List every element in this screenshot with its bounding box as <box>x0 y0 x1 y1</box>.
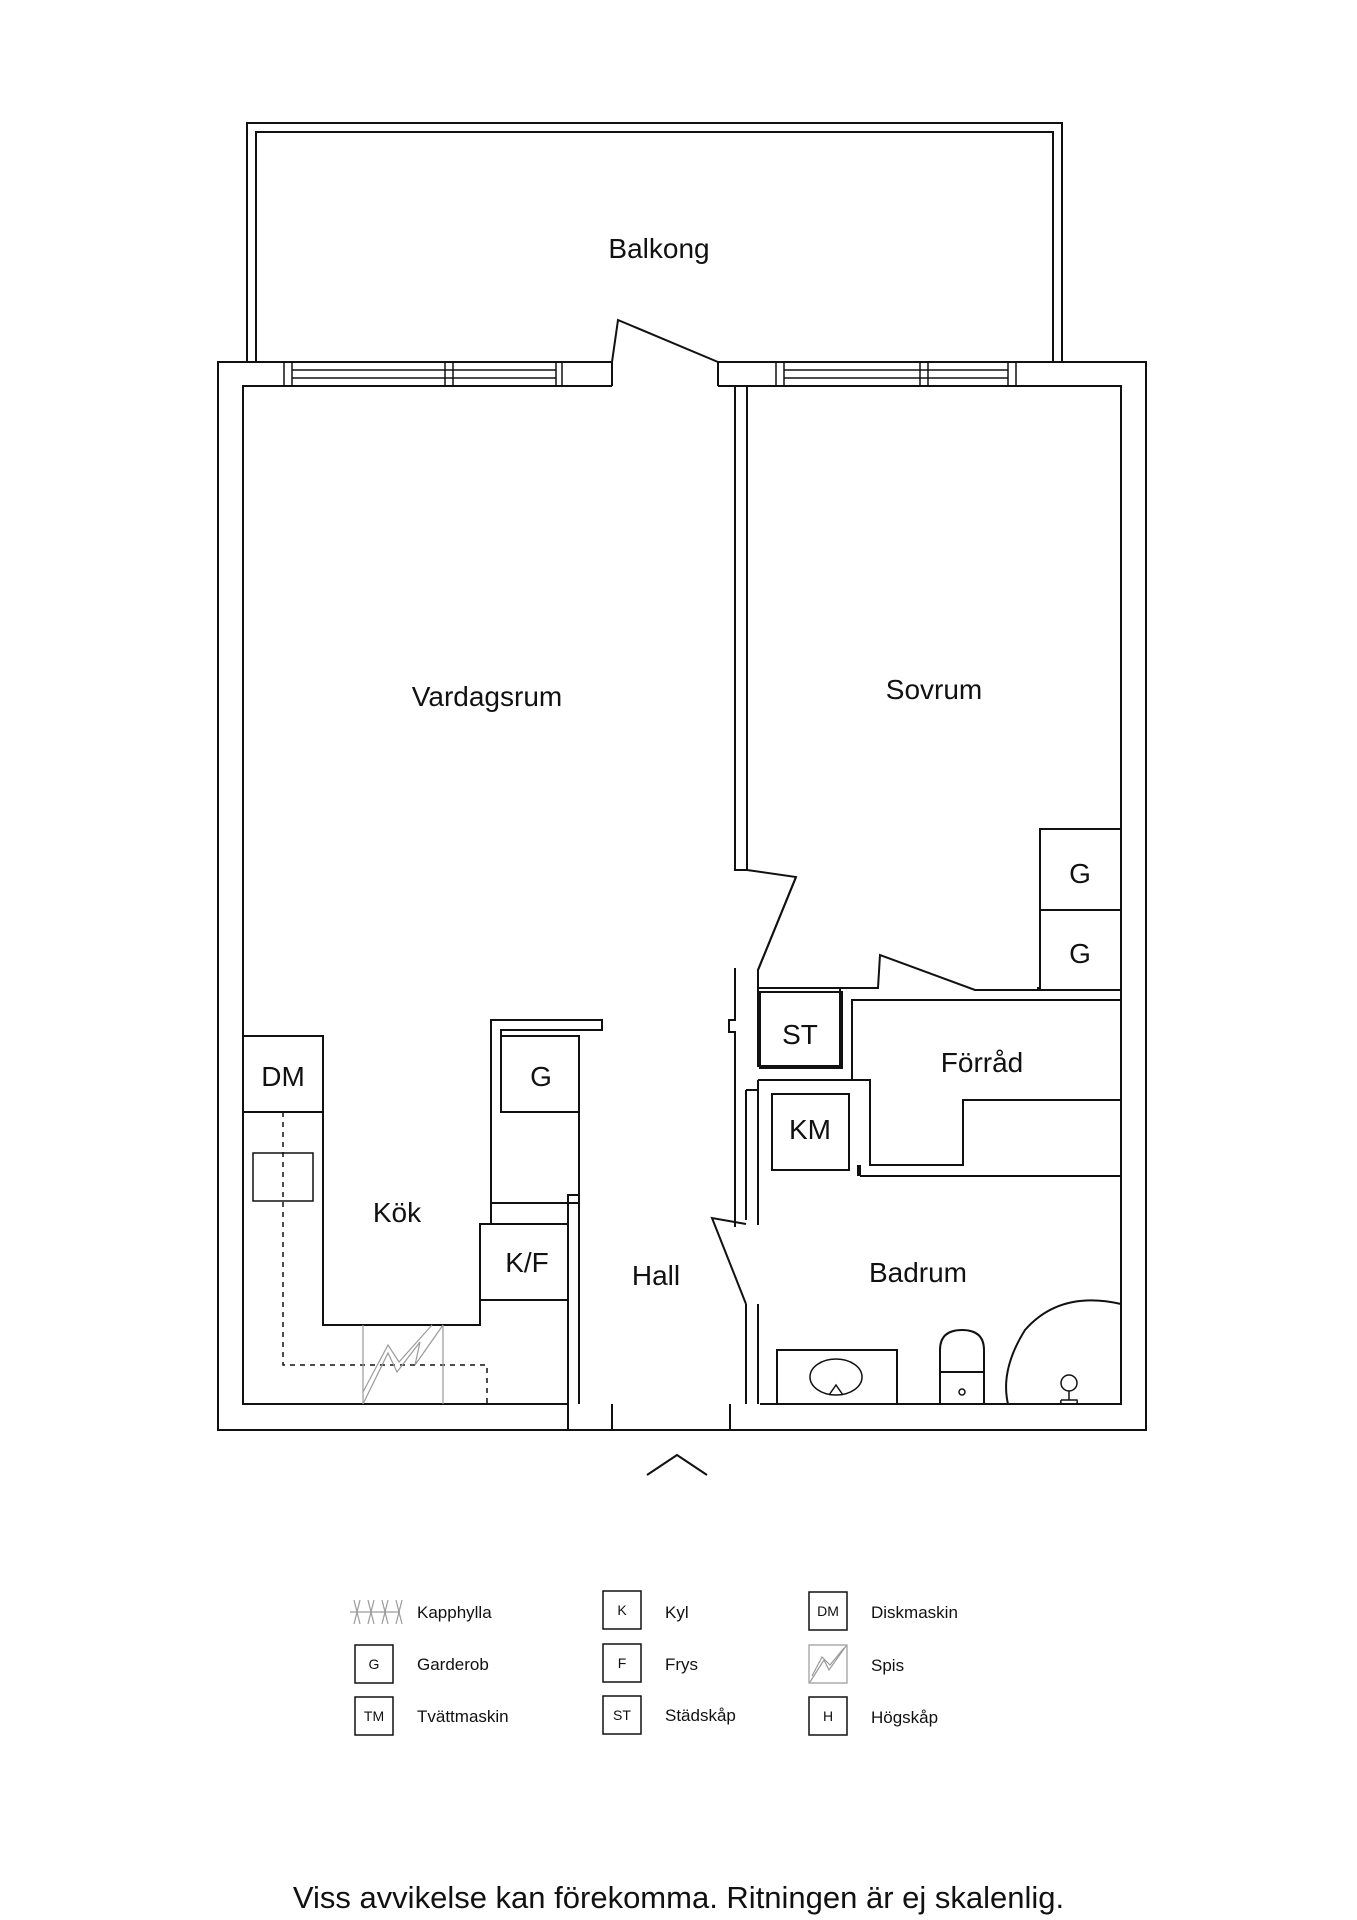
bathroom-walls <box>745 1079 1121 1404</box>
fixture-g-bedroom-1: G <box>1069 858 1091 889</box>
room-label-balkong: Balkong <box>608 233 709 264</box>
room-label-kok: Kök <box>373 1197 422 1228</box>
kitchen-sink <box>242 1035 488 1404</box>
fixture-g-bedroom-2: G <box>1069 938 1091 969</box>
legend-key-tm: TM <box>364 1708 384 1724</box>
toilet-icon <box>939 1328 985 1405</box>
legend-key-f: F <box>618 1655 627 1671</box>
legend-key-g: G <box>369 1656 380 1672</box>
outer-walls <box>217 361 1147 1431</box>
bedroom-door <box>757 876 797 971</box>
legend-label-kapphylla: Kapphylla <box>417 1603 492 1622</box>
washbasin <box>776 1349 898 1405</box>
disclaimer-text: Viss avvikelse kan förekomma. Ritningen … <box>292 1880 1065 1915</box>
shower-icon <box>1005 1299 1122 1405</box>
legend-key-dm: DM <box>817 1603 839 1619</box>
kapphylla-icon <box>350 1599 403 1625</box>
balcony <box>246 122 1063 362</box>
legend-label-frys: Frys <box>665 1655 698 1674</box>
room-label-badrum: Badrum <box>869 1257 967 1288</box>
fixture-g-kitchen: G <box>530 1061 552 1092</box>
legend-key-st: ST <box>613 1707 631 1723</box>
legend-label-diskmaskin: Diskmaskin <box>871 1603 958 1622</box>
fixture-kf: K/F <box>505 1247 549 1278</box>
room-label-vardagsrum: Vardagsrum <box>412 681 562 712</box>
legend: Kapphylla G Garderob TM Tvättmaskin K Ky… <box>350 1590 958 1736</box>
bathroom-door <box>710 1216 747 1305</box>
legend-key-k: K <box>617 1602 627 1618</box>
fixture-st: ST <box>782 1019 818 1050</box>
legend-label-spis: Spis <box>871 1656 904 1675</box>
legend-key-h: H <box>823 1708 833 1724</box>
room-label-forrad: Förråd <box>941 1047 1023 1078</box>
stove-icon <box>362 1324 444 1405</box>
balcony-door <box>611 318 719 363</box>
windows <box>283 362 1017 386</box>
entrance-marker <box>646 1453 708 1476</box>
fixture-km: KM <box>789 1114 831 1145</box>
interior-walls <box>728 386 1039 1227</box>
room-label-hall: Hall <box>632 1260 680 1291</box>
storage-room <box>851 999 1122 1166</box>
spis-icon <box>808 1644 848 1684</box>
legend-label-garderob: Garderob <box>417 1655 489 1674</box>
legend-label-stadskap: Städskåp <box>665 1706 736 1725</box>
legend-label-tvattmaskin: Tvättmaskin <box>417 1707 509 1726</box>
fixture-dm: DM <box>261 1061 305 1092</box>
bedroom-wardrobes <box>1039 828 1122 991</box>
legend-label-hogskap: Högskåp <box>871 1708 938 1727</box>
legend-label-kyl: Kyl <box>665 1603 689 1622</box>
room-label-sovrum: Sovrum <box>886 674 982 705</box>
